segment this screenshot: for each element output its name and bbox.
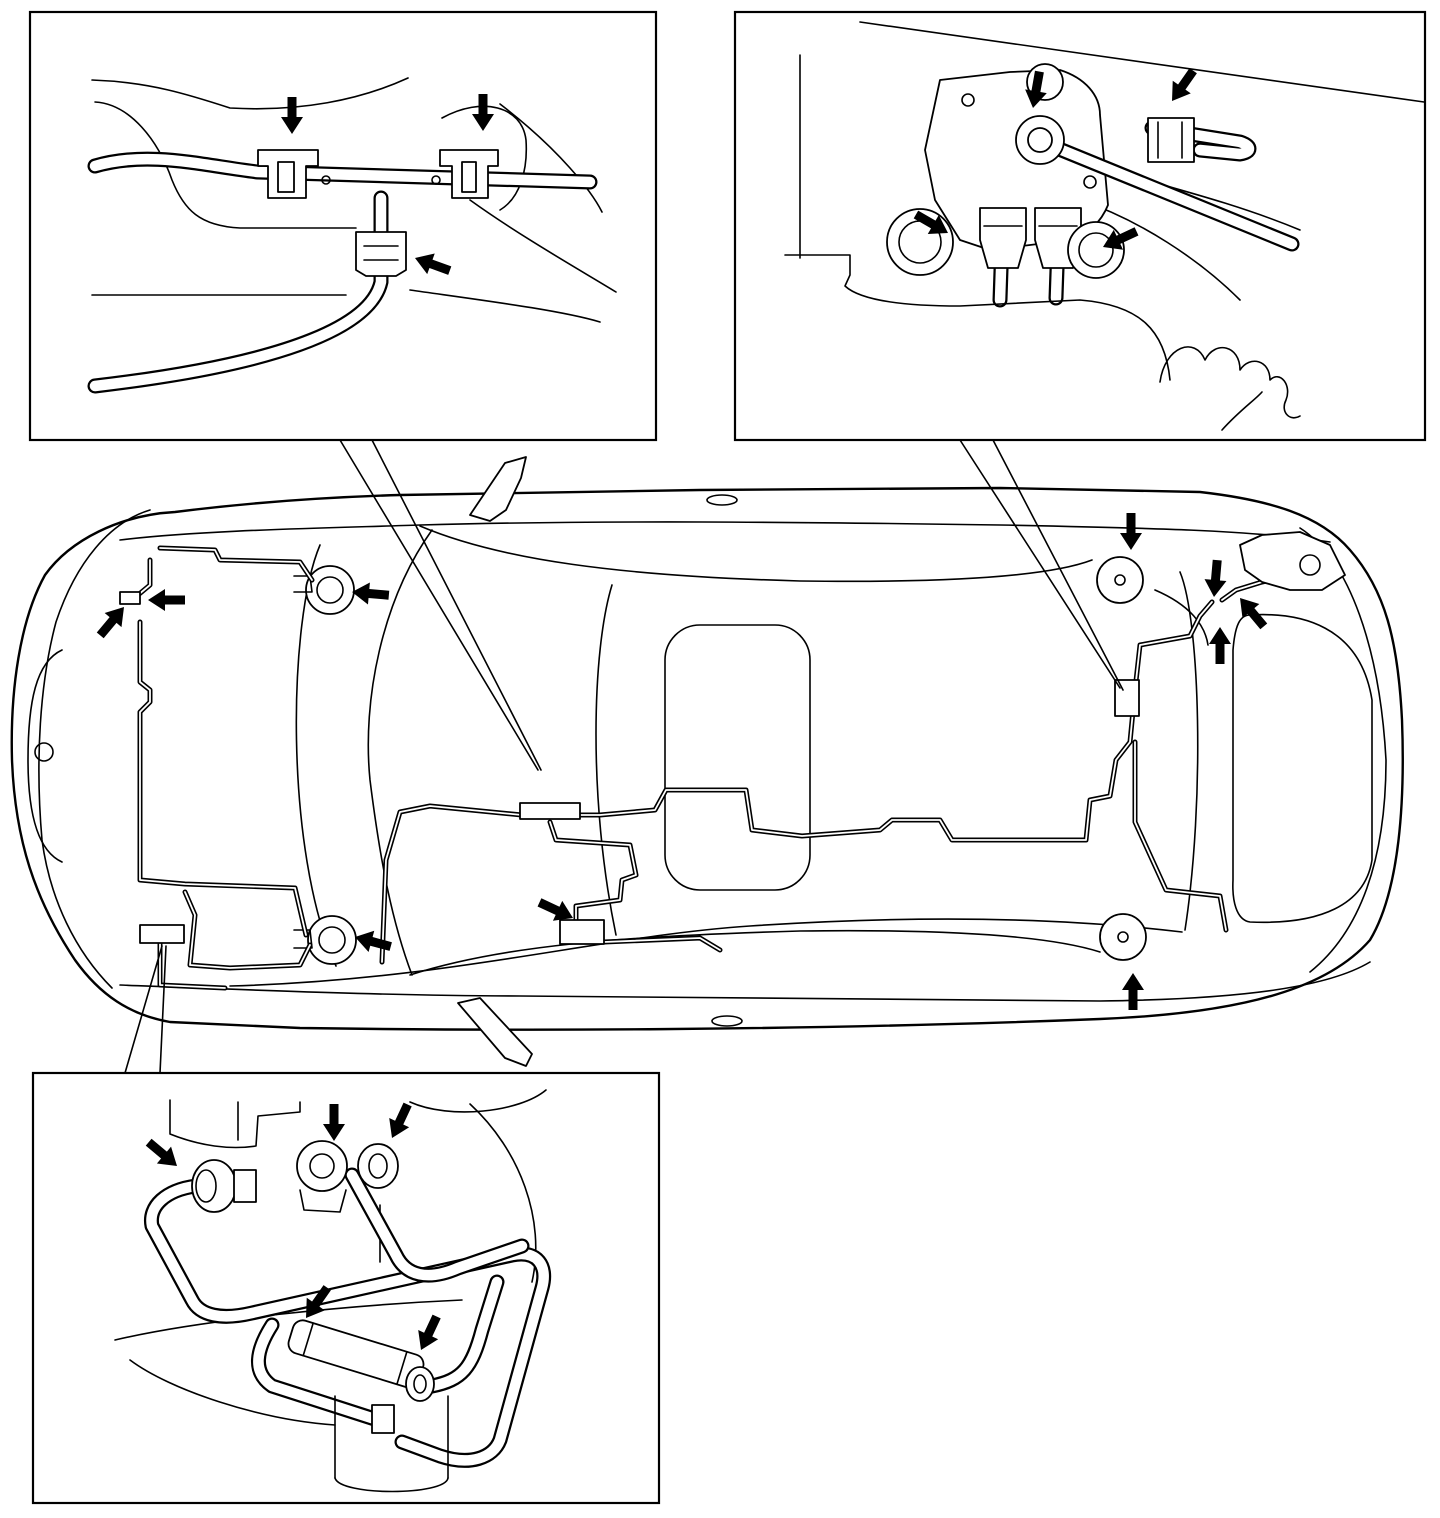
tube-clip — [979, 207, 1027, 269]
floor-sweep-line — [229, 918, 1183, 987]
rear-brake-assembly — [1239, 531, 1346, 591]
rear-bumper-line — [1299, 527, 1387, 973]
arrow-icon — [148, 589, 185, 611]
detail-inset-top-left — [28, 10, 658, 442]
brake-line-junction-lower — [559, 919, 605, 945]
center-pillar-line — [595, 584, 617, 936]
front-bumper-line — [38, 509, 151, 989]
tow-hook-hole — [34, 742, 54, 762]
jack-point-top — [706, 494, 738, 506]
brake-grommet — [1015, 115, 1065, 165]
wheel-hub-rear-right — [1099, 913, 1147, 961]
tube-clip — [1147, 117, 1195, 163]
upper-sill — [119, 521, 1331, 543]
side-mirror-top — [469, 456, 527, 522]
brake-line-fitting — [296, 1140, 348, 1213]
body-plug — [1067, 221, 1125, 279]
arrow-icon — [1203, 559, 1229, 598]
roof-edge-upper — [419, 525, 1093, 583]
jack-point-bottom — [711, 1015, 743, 1027]
windshield-line — [367, 529, 433, 976]
brake-line-junction-center — [519, 802, 581, 820]
brake-line-fitting — [357, 1143, 399, 1189]
wheel-hub-rear-left — [1096, 556, 1144, 604]
arrow-icon — [1122, 973, 1144, 1010]
fluid-reservoir-base — [334, 1395, 449, 1493]
detail-inset-bottom-left — [31, 1071, 661, 1505]
leader-line-bottom-left — [124, 945, 167, 1074]
arrow-icon — [1120, 513, 1142, 550]
rear-trunk-panel — [1232, 613, 1373, 924]
wheel-hub-front-right — [293, 915, 357, 965]
vehicle-underbody — [10, 456, 1404, 1067]
tube-clip — [355, 231, 407, 277]
brake-line-fitting — [405, 1366, 435, 1402]
rear-brake-fitting — [1299, 554, 1321, 576]
tube-clip — [371, 1404, 395, 1434]
brake-line-fitting — [191, 1159, 257, 1213]
leader-line-top-right — [959, 439, 1124, 691]
arrow-icon — [91, 599, 133, 643]
rear-floor-line — [1179, 571, 1199, 931]
roof-edge-lower — [409, 929, 1101, 976]
front-bumper-inner — [27, 649, 63, 863]
rear-window — [664, 624, 811, 891]
side-mirror-bottom — [457, 997, 533, 1067]
tube-clip — [257, 149, 331, 199]
arrow-icon — [1209, 627, 1231, 664]
arrow-icon — [351, 581, 390, 607]
rear-floor-line-2 — [1154, 589, 1209, 646]
leader-line-top-left — [339, 439, 542, 771]
tube-clip — [431, 149, 499, 199]
arrow-icon — [352, 926, 394, 958]
body-outline — [10, 486, 1404, 1031]
brake-line-clip-front-upper — [119, 591, 141, 605]
wheel-hub-front-left — [293, 565, 355, 615]
brake-line-clip-front-lower — [139, 924, 185, 944]
detail-inset-top-right — [733, 10, 1427, 442]
